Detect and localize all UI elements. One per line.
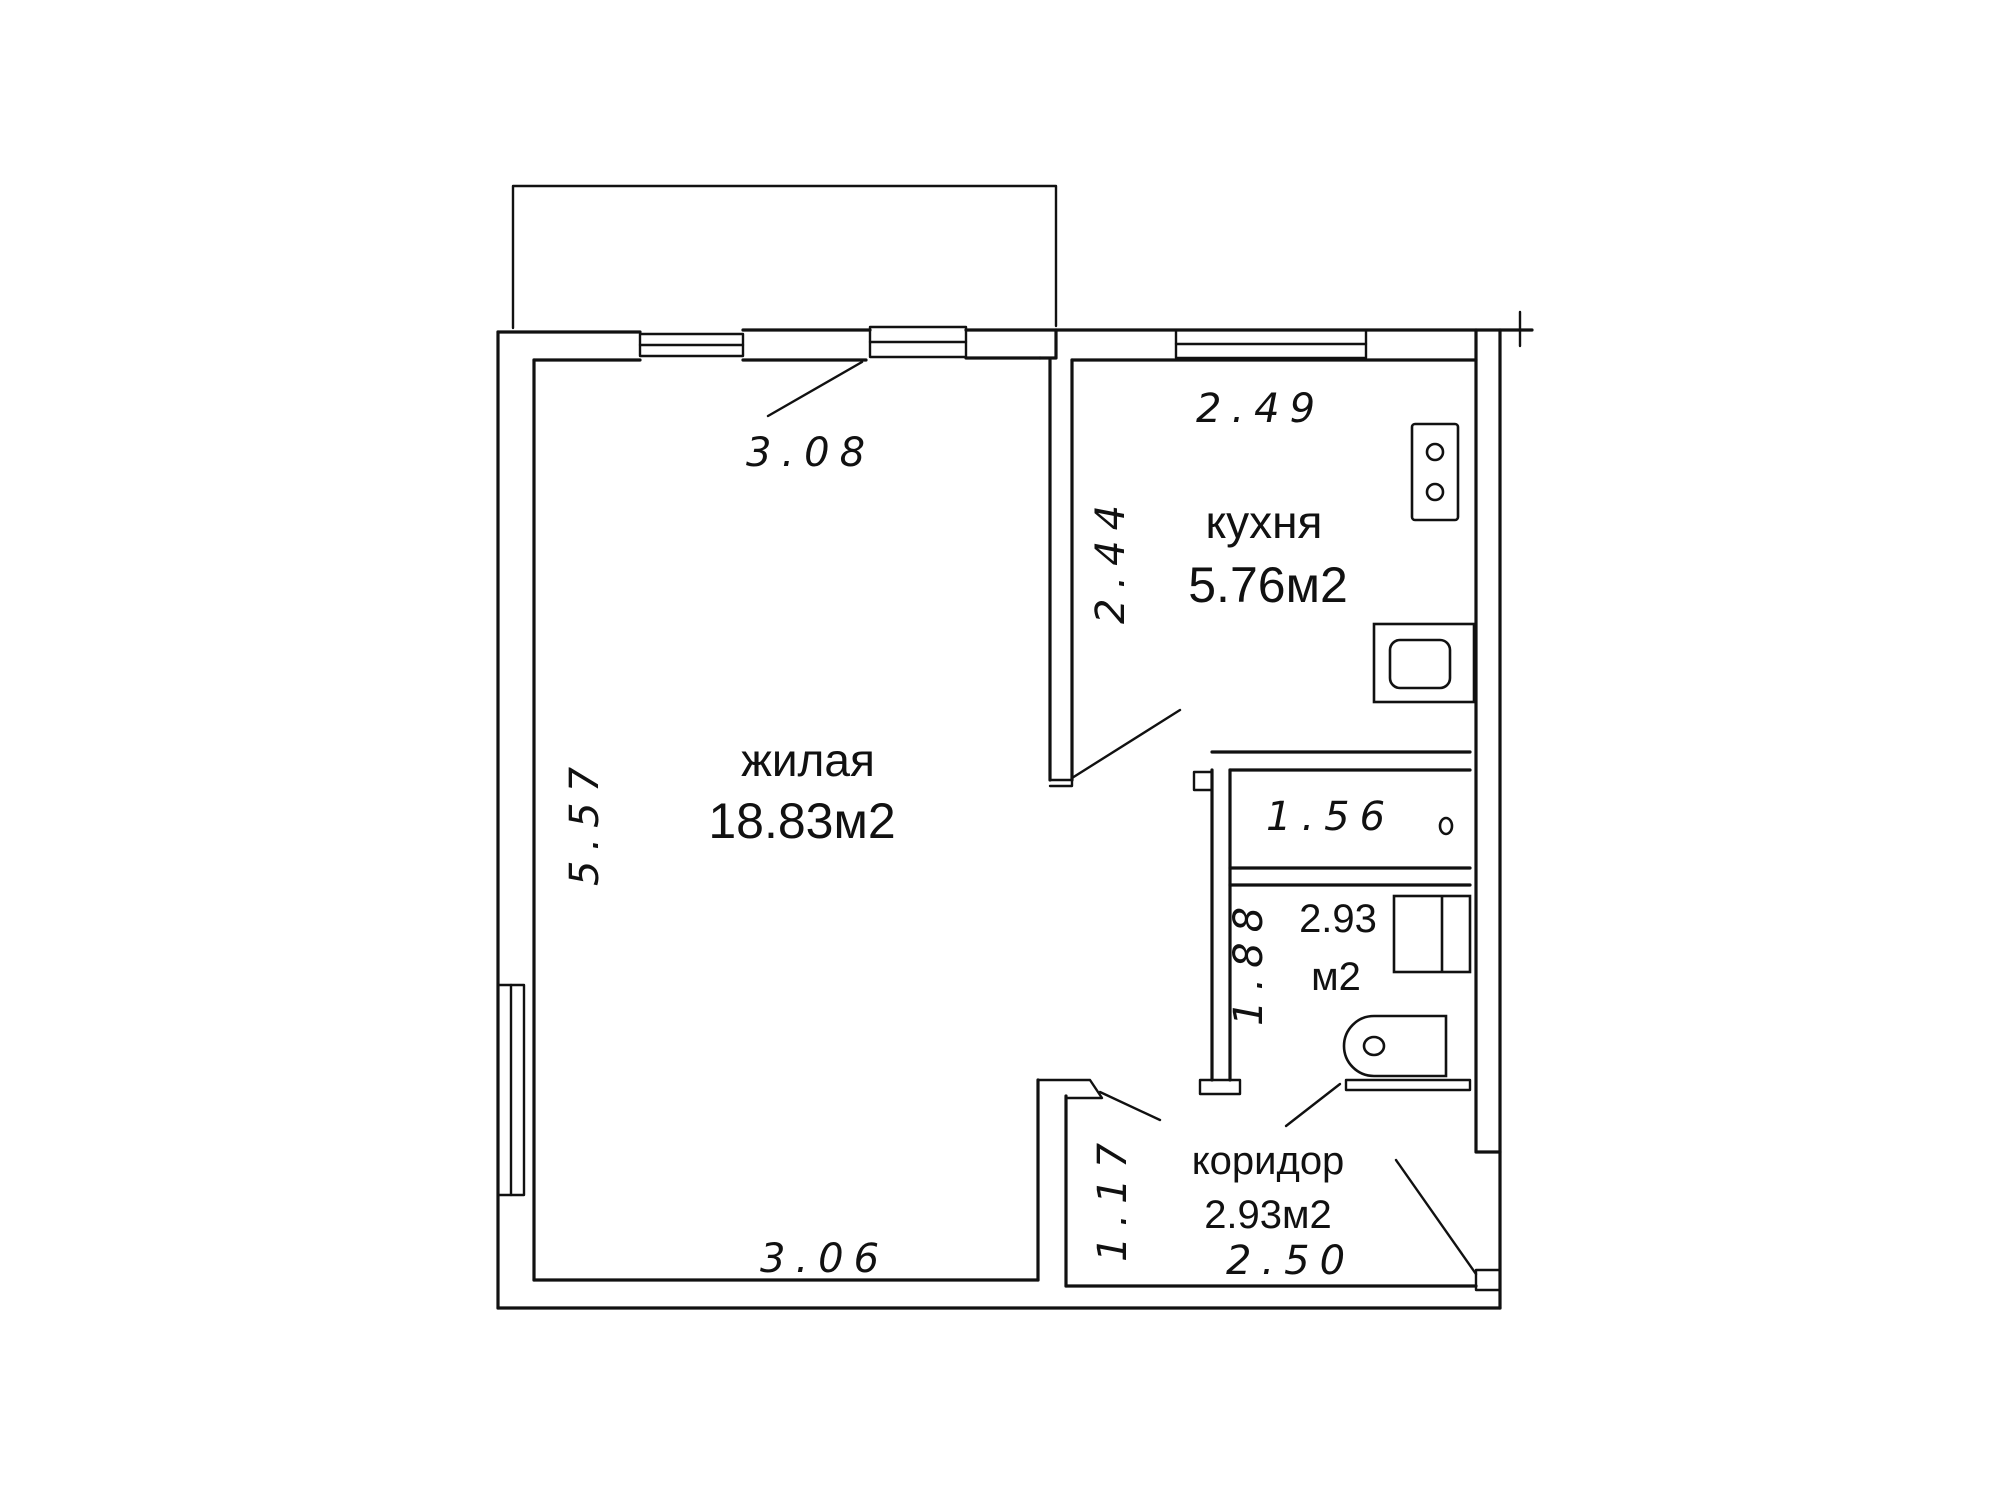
living-kitchen-partition [1038, 328, 1478, 788]
stove-icon [1410, 422, 1460, 522]
living-corridor-partition [1036, 1078, 1162, 1288]
dimension-kitchen-top: 2.49 [1196, 386, 1325, 432]
bathroom-area-unit: м2 [1311, 955, 1361, 999]
balcony-outline [511, 184, 1058, 330]
dimension-bath-side: 1.88 [1226, 897, 1272, 1026]
corridor-label: коридор [1192, 1139, 1345, 1183]
washbasin-icon [1392, 894, 1472, 974]
dimension-leaders [766, 360, 1478, 1276]
toilet-icon [1438, 816, 1454, 836]
kitchen-sink-icon [1372, 622, 1476, 704]
dimension-toilet-width: 1.56 [1266, 794, 1395, 840]
dimension-corridor-bottom: 2.50 [1226, 1238, 1355, 1284]
kitchen-area: 5.76м2 [1188, 557, 1348, 613]
bathroom-walls [1192, 750, 1472, 1128]
outer-walls [496, 310, 1534, 1310]
windows [496, 325, 1368, 1197]
dimension-living-side: 5.57 [562, 757, 608, 886]
living-room-area: 18.83м2 [708, 793, 895, 849]
dimension-kitchen-side: 2.44 [1088, 495, 1134, 624]
dimension-living-bottom: 3.06 [760, 1236, 889, 1282]
bathroom-area-number: 2.93 [1299, 897, 1377, 941]
kitchen-label: кухня [1206, 496, 1323, 548]
bathtub-icon [1342, 1014, 1448, 1078]
dimension-living-top: 3.08 [746, 430, 875, 476]
living-room-label: жилая [741, 734, 875, 786]
corridor-area: 2.93м2 [1204, 1193, 1332, 1237]
dimension-corridor-side: 1.17 [1090, 1133, 1136, 1262]
